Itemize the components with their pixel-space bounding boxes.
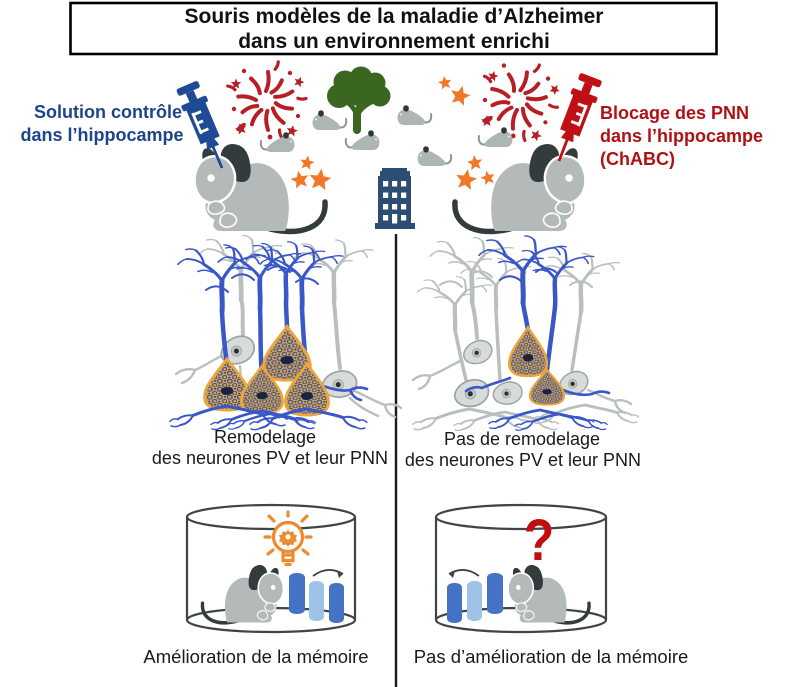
svg-text:dans un environnement enrichi: dans un environnement enrichi	[238, 30, 550, 53]
svg-text:Blocage des PNN: Blocage des PNN	[600, 103, 749, 123]
svg-text:(ChABC): (ChABC)	[600, 149, 675, 169]
svg-text:des neurones PV et leur PNN: des neurones PV et leur PNN	[405, 450, 641, 470]
svg-text:Pas de remodelage: Pas de remodelage	[444, 429, 600, 449]
svg-text:des neurones PV et leur PNN: des neurones PV et leur PNN	[152, 448, 388, 468]
svg-text:Remodelage: Remodelage	[214, 427, 316, 447]
svg-text:Souris modèles de la maladie d: Souris modèles de la maladie d’Alzheimer	[185, 5, 604, 28]
svg-text:dans l’hippocampe: dans l’hippocampe	[600, 126, 763, 146]
svg-text:Solution contrôle: Solution contrôle	[34, 102, 182, 122]
svg-text:Pas d’amélioration de la mémoi: Pas d’amélioration de la mémoire	[414, 646, 689, 667]
svg-text:?: ?	[524, 509, 554, 573]
svg-text:Amélioration de la mémoire: Amélioration de la mémoire	[143, 646, 368, 667]
svg-text:dans l’hippocampe: dans l’hippocampe	[20, 125, 183, 145]
